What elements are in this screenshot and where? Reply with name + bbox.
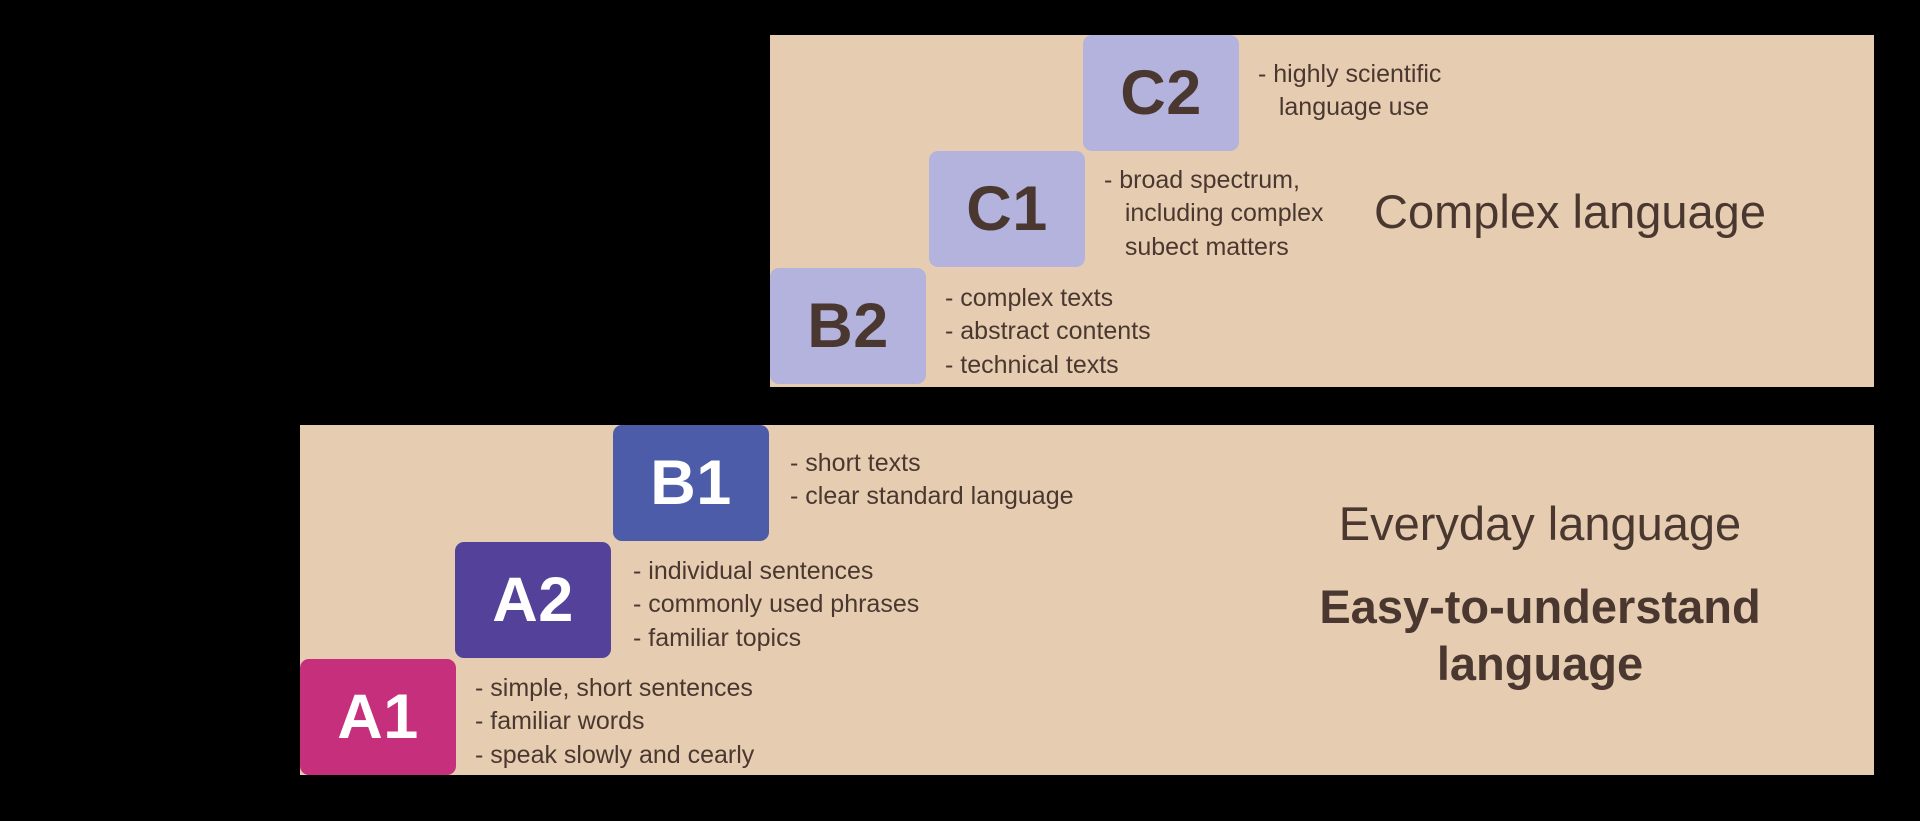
level-description-b1: - short texts - clear standard language <box>790 449 1074 511</box>
category-label-everyday-language: Everyday language <box>1338 497 1742 550</box>
level-description-a2: - individual sentences - commonly used p… <box>633 557 920 652</box>
level-description-a1: - simple, short sentences - familiar wor… <box>475 674 755 769</box>
level-badge-b1[interactable]: B1 <box>613 425 769 541</box>
level-description-c2: - highly scientific language use <box>1258 60 1442 122</box>
level-badge-label-a2: A2 <box>492 564 574 635</box>
level-badge-label-a1: A1 <box>337 681 419 752</box>
category-label-easy-to-understand-language: Easy-to-understand language <box>1319 580 1761 691</box>
level-badge-c1[interactable]: C1 <box>929 151 1085 267</box>
level-badge-label-c2: C2 <box>1120 57 1202 128</box>
level-badge-a1[interactable]: A1 <box>300 659 456 775</box>
level-badge-a2[interactable]: A2 <box>455 542 611 658</box>
level-description-b2: - complex texts - abstract contents - te… <box>945 284 1151 379</box>
category-label-complex-language: Complex language <box>1374 185 1766 238</box>
level-badge-b2[interactable]: B2 <box>770 268 926 384</box>
level-badge-label-c1: C1 <box>966 173 1048 244</box>
level-badge-label-b1: B1 <box>650 447 732 518</box>
level-description-c1: - broad spectrum, including complex sube… <box>1104 166 1324 261</box>
level-badge-label-b2: B2 <box>807 290 889 361</box>
level-badge-c2[interactable]: C2 <box>1083 35 1239 151</box>
